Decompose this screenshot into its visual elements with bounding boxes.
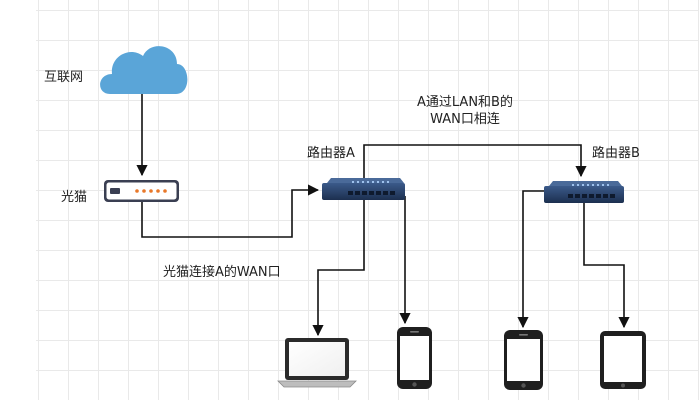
ab-link-label-line1: A通过LAN和B的 bbox=[417, 95, 513, 110]
router-b-label: 路由器B bbox=[592, 146, 640, 161]
router-a-label: 路由器A bbox=[307, 146, 355, 161]
ab-link-label-line2: WAN口相连 bbox=[430, 112, 500, 127]
ab-link-label: A通过LAN和B的 WAN口相连 bbox=[400, 94, 530, 128]
cloud-icon bbox=[100, 46, 188, 94]
laptop-icon bbox=[277, 338, 357, 388]
modem-label: 光猫 bbox=[61, 190, 88, 205]
connector-router-a-to-router-b bbox=[363, 144, 587, 178]
router-b-icon bbox=[544, 181, 624, 203]
modem-icon bbox=[104, 180, 179, 202]
phone-icon-b bbox=[504, 330, 543, 390]
router-a-icon bbox=[322, 178, 405, 200]
phone-icon-a bbox=[397, 327, 432, 389]
connector-router-a-to-laptop bbox=[312, 200, 365, 337]
connectors bbox=[136, 94, 630, 337]
connector-router-b-to-phone bbox=[517, 190, 544, 329]
connector-modem-to-router-a bbox=[141, 184, 320, 238]
tablet-icon bbox=[600, 331, 646, 389]
connector-router-b-to-tablet bbox=[583, 200, 630, 329]
internet-label: 互联网 bbox=[44, 70, 84, 85]
modem-link-label: 光猫连接A的WAN口 bbox=[163, 265, 281, 280]
